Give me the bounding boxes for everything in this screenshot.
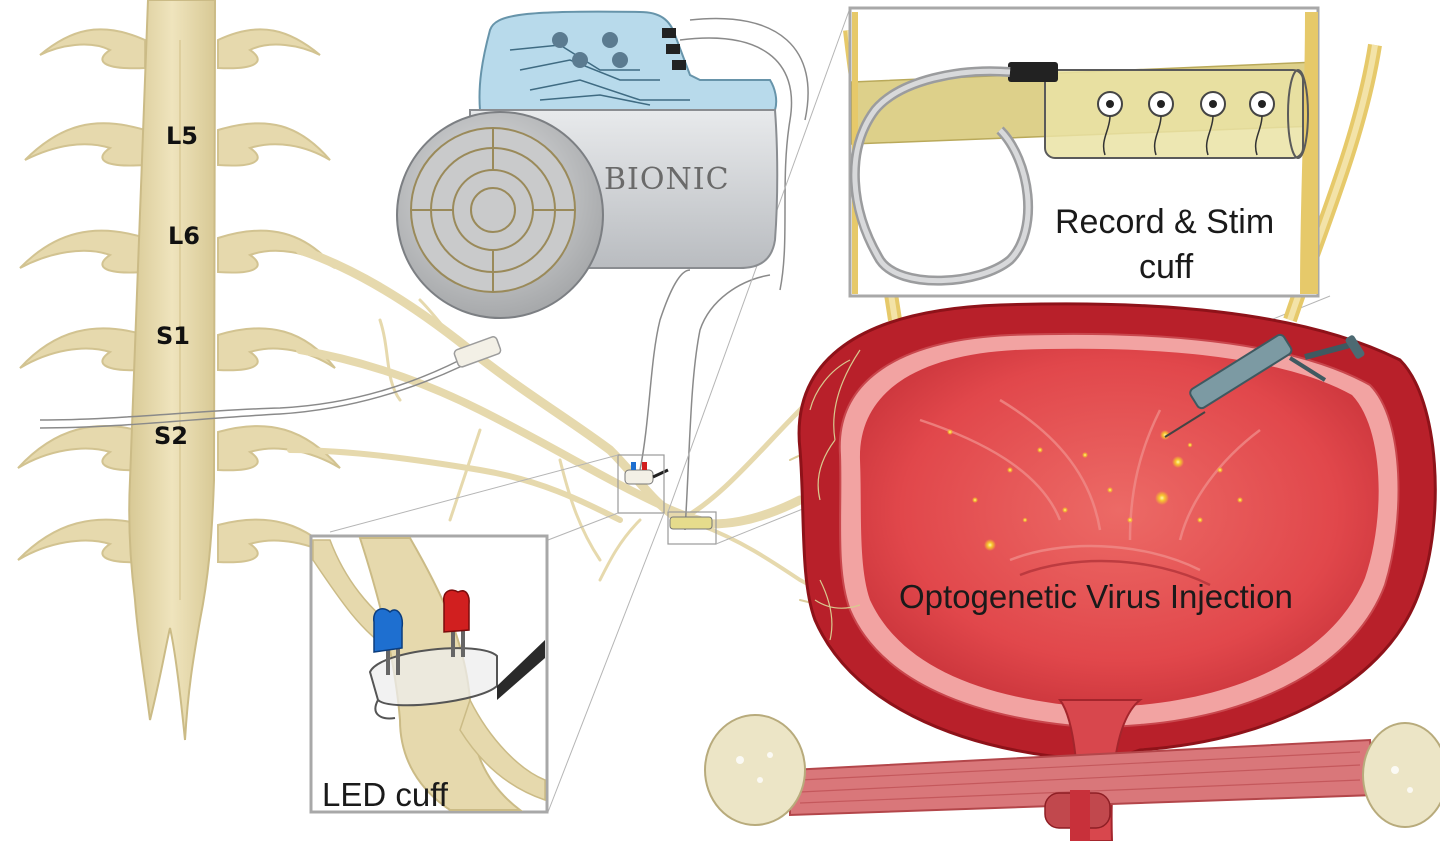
pelvic-bone-illustration (704, 714, 1440, 841)
vertebra-label-l6: L6 (168, 222, 200, 250)
led-cuff-label: LED cuff (322, 776, 448, 813)
spinal-cord-illustration (17, 0, 341, 741)
injection-label: Optogenetic Virus Injection (899, 578, 1293, 615)
electrode-cuff-icon (368, 640, 545, 720)
record-stim-label-line1: Record & Stim (1055, 203, 1275, 241)
syringe-icon (1164, 333, 1365, 438)
vertebra-label-s1: S1 (156, 322, 190, 350)
led-cuff-inset (309, 534, 549, 814)
vertebra-label-s2: S2 (154, 422, 188, 450)
blue-led-icon (373, 608, 404, 675)
bladder-illustration (797, 29, 1437, 842)
record-stim-label-line2: cuff (1139, 248, 1194, 286)
stim-zoom-marker (667, 511, 717, 545)
vertebra-label-l5: L5 (166, 122, 198, 150)
virus-glow-dots (947, 429, 1243, 551)
implantable-stimulator-device (396, 10, 779, 319)
electrode-cuff-icon (453, 336, 713, 530)
lead-wires (39, 17, 809, 531)
record-stim-inset (848, 6, 1320, 298)
small-led-cuff (624, 462, 669, 485)
electrode-cuff-icon (1008, 62, 1309, 159)
led-zoom-marker (617, 454, 665, 514)
red-led-icon (443, 589, 470, 657)
device-brand-label: BIONIC (604, 162, 730, 197)
